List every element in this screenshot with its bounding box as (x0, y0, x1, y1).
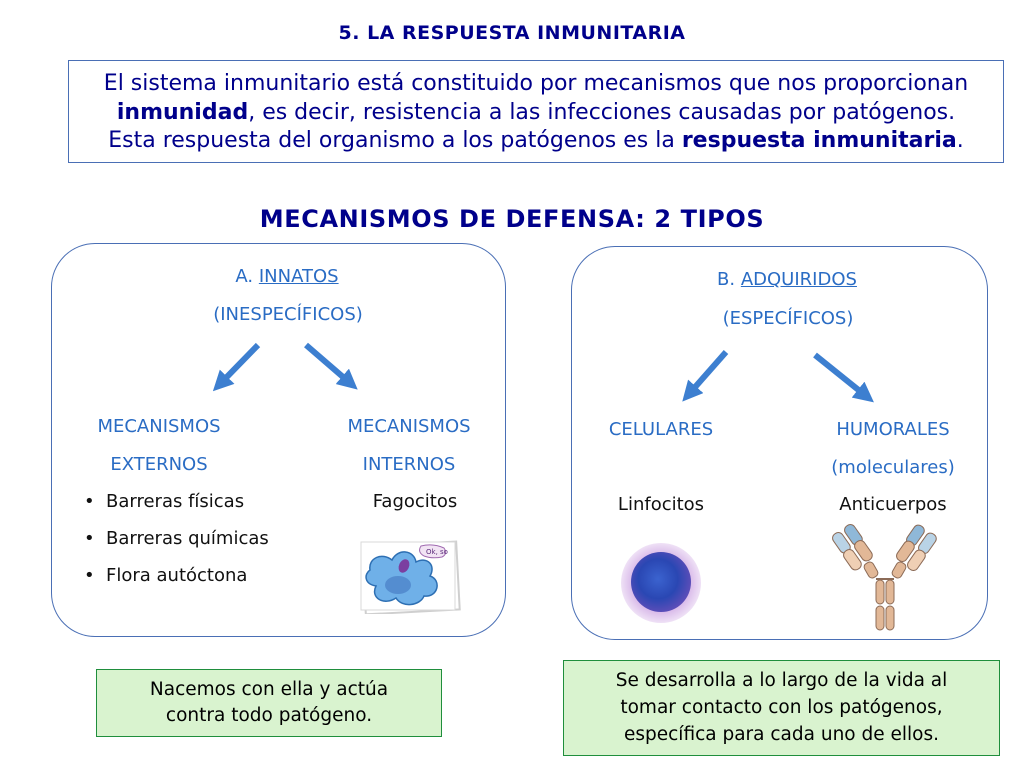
phagocyte-image: Ok, so (360, 540, 461, 614)
intro-term-respuesta: respuesta inmunitaria (681, 128, 957, 153)
innate-note-line-2: contra todo patógeno. (165, 705, 373, 726)
fagocitos-label: Fagocitos (372, 491, 458, 512)
intro-line-3: Esta respuesta del organismo a los patóg… (69, 127, 1003, 156)
intro-line-3-end: . (956, 128, 964, 153)
humorales-label: HUMORALES (836, 419, 950, 440)
list-item: Barreras físicas (80, 491, 269, 528)
list-item: Barreras químicas (80, 528, 269, 565)
humorales-sublabel: (moleculares) (831, 457, 955, 478)
linfocitos-label: Linfocitos (617, 494, 705, 515)
intro-line-1: El sistema inmunitario está constituido … (69, 70, 1003, 99)
arrow-to-humorales-icon (813, 352, 874, 403)
anticuerpos-label: Anticuerpos (839, 494, 947, 515)
internos-line-2: INTERNOS (362, 454, 456, 475)
intro-line-1-text: El sistema inmunitario está constituido … (103, 71, 969, 96)
internos-line-1: MECANISMOS (347, 416, 471, 437)
innatos-title-text: INNATOS (258, 266, 339, 287)
innate-note-line-1: Nacemos con ella y actúa (149, 679, 389, 700)
celulares-label: CELULARES (608, 419, 714, 440)
acquired-note-line-1: Se desarrolla a lo largo de la vida al (615, 670, 948, 691)
externos-line-1: MECANISMOS (97, 416, 221, 437)
arrow-to-internos-icon (304, 342, 358, 390)
intro-box: El sistema inmunitario está constituido … (68, 60, 1004, 163)
acquired-note: Se desarrolla a lo largo de la vida al t… (563, 660, 1000, 756)
intro-line-2: inmunidad, es decir, resistencia a las i… (69, 99, 1003, 128)
antibody-image (832, 524, 937, 631)
arrow-to-externos-icon (212, 342, 261, 392)
list-item: Flora autóctona (80, 565, 269, 602)
section-title: 5. LA RESPUESTA INMUNITARIA (338, 22, 686, 44)
adquiridos-prefix: B. (717, 269, 741, 290)
arrow-to-celulares-icon (682, 350, 729, 402)
innate-note: Nacemos con ella y actúa contra todo pat… (96, 669, 442, 737)
phagocyte-speech-text: Ok, so (426, 548, 448, 556)
lymphocyte-image (621, 543, 701, 623)
innatos-title: A. INNATOS (182, 266, 392, 287)
externos-list: Barreras físicas Barreras químicas Flora… (80, 491, 269, 602)
defense-mechanisms-heading: MECANISMOS DE DEFENSA: 2 TIPOS (259, 205, 765, 233)
adquiridos-subtitle: (ESPECÍFICOS) (722, 308, 854, 329)
innatos-prefix: A. (235, 266, 259, 287)
externos-line-2: EXTERNOS (110, 454, 208, 475)
intro-line-3-text: Esta respuesta del organismo a los patóg… (108, 128, 682, 153)
innatos-subtitle: (INESPECÍFICOS) (213, 304, 363, 325)
acquired-note-line-2: tomar contacto con los patógenos, (620, 697, 943, 718)
acquired-note-line-3: específica para cada uno de ellos. (623, 724, 940, 745)
adquiridos-title-text: ADQUIRIDOS (740, 269, 857, 290)
intro-term-inmunidad: inmunidad (116, 99, 249, 125)
adquiridos-title: B. ADQUIRIDOS (682, 269, 892, 290)
intro-line-2-text: , es decir, resistencia a las infeccione… (248, 99, 956, 125)
